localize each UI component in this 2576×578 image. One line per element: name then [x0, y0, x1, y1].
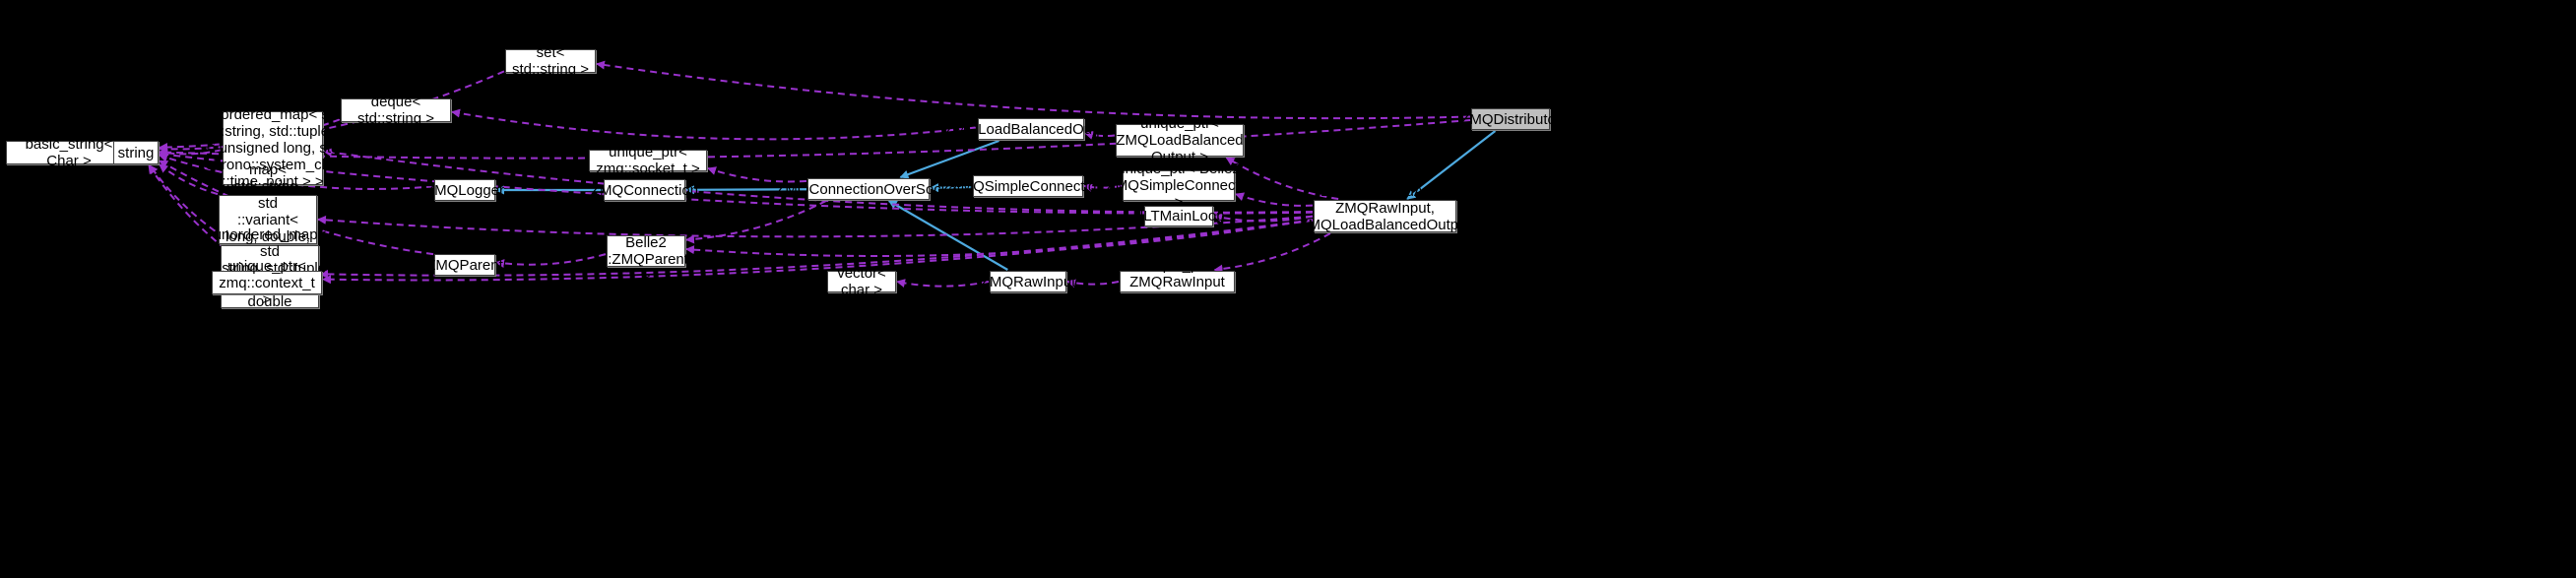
class-node-label: ZMQConnection [590, 181, 699, 199]
edge-usage-zmq_conn_socket-to-unique_ptr_socket [707, 166, 807, 183]
class-node-label: unique_ptr< zmq::socket_t > [596, 144, 700, 177]
class-node-deque_string[interactable]: deque< std::string > [341, 94, 451, 127]
class-node-label: vector< char > [837, 265, 886, 298]
class-node-unique_ptr_simple[interactable]: unique_ptr< Belle2 ::ZMQSimpleConnection… [1098, 161, 1258, 211]
class-node-zmq_parent[interactable]: ZMQParent [426, 254, 503, 276]
class-node-unique_ptr_lbo[interactable]: unique_ptr< ZMQLoadBalanced Output > [1116, 115, 1244, 165]
edge-usage-zmq_standard_app-to-shared_ptr_parent [685, 218, 1314, 257]
class-node-label: unique_ptr< zmq::context_t > [219, 257, 315, 308]
class-node-label: unique_ptr< Belle2 ::ZMQSimpleConnection… [1098, 161, 1259, 211]
class-node-label: ZMQLogger [424, 181, 505, 199]
class-node-label: ZMQStandardApp< ZMQRawInput, ZMQLoadBala… [1299, 182, 1471, 250]
edge-usage-zmq_distributor-to-set_string [596, 60, 1471, 120]
edge-inheritance-zmq_raw_input-to-zmq_conn_socket [887, 200, 1008, 271]
class-node-hlt_main_loop[interactable]: HLTMainLoop [1132, 206, 1225, 226]
class-node-unique_ptr_context[interactable]: unique_ptr< zmq::context_t > [212, 258, 322, 308]
class-node-zmq_logger[interactable]: ZMQLogger [425, 179, 504, 201]
class-node-basic_string[interactable]: basic_string< Char > [6, 136, 132, 169]
class-node-label: unique_ptr< ZMQRawInput > [1129, 256, 1225, 307]
class-node-label: basic_string< Char > [25, 136, 113, 169]
edge-usage-shared_ptr_parent-to-zmq_parent [495, 253, 607, 268]
class-node-label: shared_ptr< Belle2 ::ZMQParent > [604, 218, 688, 285]
edge-usage-zmq_standard_app-to-hlt_main_loop [1213, 213, 1314, 223]
class-node-label: deque< std::string > [357, 94, 434, 127]
class-node-label: unique_ptr< ZMQLoadBalanced Output > [1116, 115, 1244, 165]
edge-usage-zmq_conn_socket-to-shared_ptr_parent [685, 200, 827, 244]
class-node-zmq_load_balanced[interactable]: ZMQLoadBalancedOutput [945, 118, 1117, 140]
class-node-vector_char[interactable]: vector< char > [827, 265, 896, 298]
class-node-set_string[interactable]: set< std::string > [505, 44, 596, 78]
class-node-zmq_simple_conn[interactable]: ZMQSimpleConnection [951, 175, 1105, 197]
class-node-unique_ptr_raw[interactable]: unique_ptr< ZMQRawInput > [1120, 257, 1235, 307]
class-node-label: ZMQLoadBalancedOutput [944, 120, 1118, 138]
class-node-zmq_connection[interactable]: ZMQConnection [591, 179, 698, 201]
class-node-zmq_raw_input[interactable]: ZMQRawInput [981, 271, 1075, 292]
class-node-label: string [117, 144, 155, 161]
class-node-zmq_distributor[interactable]: ZMQDistributor [1460, 108, 1561, 130]
class-node-string[interactable]: string [113, 141, 159, 164]
edge-usage-zmq_raw_input-to-vector_char [896, 279, 990, 288]
edge-inheritance-zmq_load_balanced-to-zmq_conn_socket [899, 139, 999, 179]
class-node-label: ZMQDistributor [1460, 110, 1561, 128]
class-node-label: ZMQConnectionOverSocket [776, 180, 961, 198]
class-node-unique_ptr_socket[interactable]: unique_ptr< zmq::socket_t > [589, 144, 707, 177]
class-node-shared_ptr_parent[interactable]: shared_ptr< Belle2 ::ZMQParent > [604, 218, 688, 285]
class-node-label: ZMQParent [426, 256, 503, 274]
class-node-zmq_conn_socket[interactable]: ZMQConnectionOverSocket [776, 178, 961, 200]
class-node-label: set< std::string > [512, 44, 589, 78]
class-node-label: HLTMainLoop [1132, 208, 1225, 225]
class-node-zmq_standard_app[interactable]: ZMQStandardApp< ZMQRawInput, ZMQLoadBala… [1299, 183, 1470, 250]
edge-usage-zmq_load_balanced-to-deque_string [451, 108, 978, 141]
class-node-label: ZMQSimpleConnection [951, 177, 1105, 195]
class-node-label: ZMQRawInput [980, 273, 1076, 290]
